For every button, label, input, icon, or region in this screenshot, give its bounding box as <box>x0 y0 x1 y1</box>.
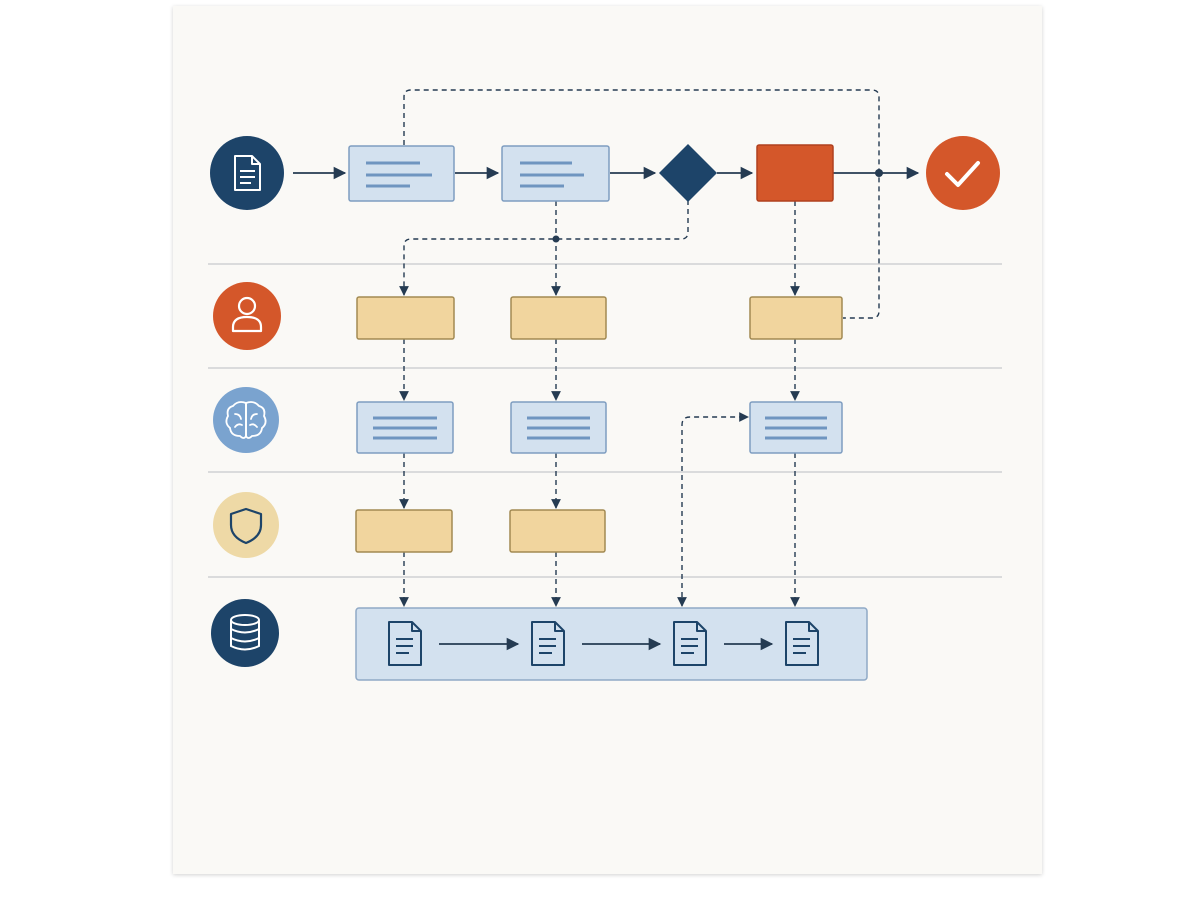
ai-task[interactable] <box>749 401 843 454</box>
checkmark-icon <box>945 161 980 187</box>
decision-branch-connector <box>399 200 689 296</box>
lane-icon-badge <box>210 136 284 210</box>
storage-container[interactable] <box>355 607 868 681</box>
user-task[interactable] <box>749 296 843 340</box>
ai-task[interactable] <box>356 401 454 454</box>
junction-dot <box>552 235 560 243</box>
process-step[interactable] <box>501 145 610 202</box>
junction-dot <box>875 169 883 177</box>
dashed-connectors <box>399 89 880 607</box>
end-node[interactable] <box>926 136 1000 210</box>
security-task[interactable] <box>355 509 453 553</box>
text-lines-icon <box>520 161 584 188</box>
text-lines-icon <box>765 416 827 440</box>
user-task[interactable] <box>356 296 455 340</box>
feedback-loop-connector <box>403 89 880 319</box>
document-icon[interactable] <box>785 621 819 666</box>
security-task[interactable] <box>509 509 606 553</box>
workflow-diagram <box>208 89 1002 681</box>
lane-process <box>210 136 284 210</box>
brain-icon <box>225 401 267 439</box>
storage-documents <box>388 621 819 666</box>
user-icon <box>231 296 263 333</box>
lane-storage <box>211 599 279 667</box>
database-icon <box>230 614 260 651</box>
diagram-card <box>173 6 1042 874</box>
user-task[interactable] <box>510 296 607 340</box>
action-step[interactable] <box>756 144 834 202</box>
decision-diamond[interactable] <box>659 144 717 202</box>
document-icon[interactable] <box>673 621 707 666</box>
lane-security <box>213 492 279 558</box>
lane-ai <box>213 387 279 453</box>
lane-icon-badge <box>213 492 279 558</box>
lane-dividers <box>208 263 1002 578</box>
document-icon[interactable] <box>531 621 565 666</box>
text-lines-icon <box>366 161 432 188</box>
shield-icon <box>229 507 263 545</box>
document-icon[interactable] <box>388 621 422 666</box>
ai-task[interactable] <box>510 401 607 454</box>
process-step[interactable] <box>348 145 455 202</box>
text-lines-icon <box>373 416 437 440</box>
storage-return-connector <box>677 412 749 607</box>
document-icon <box>234 155 261 191</box>
lane-user <box>213 282 281 350</box>
text-lines-icon <box>527 416 590 440</box>
